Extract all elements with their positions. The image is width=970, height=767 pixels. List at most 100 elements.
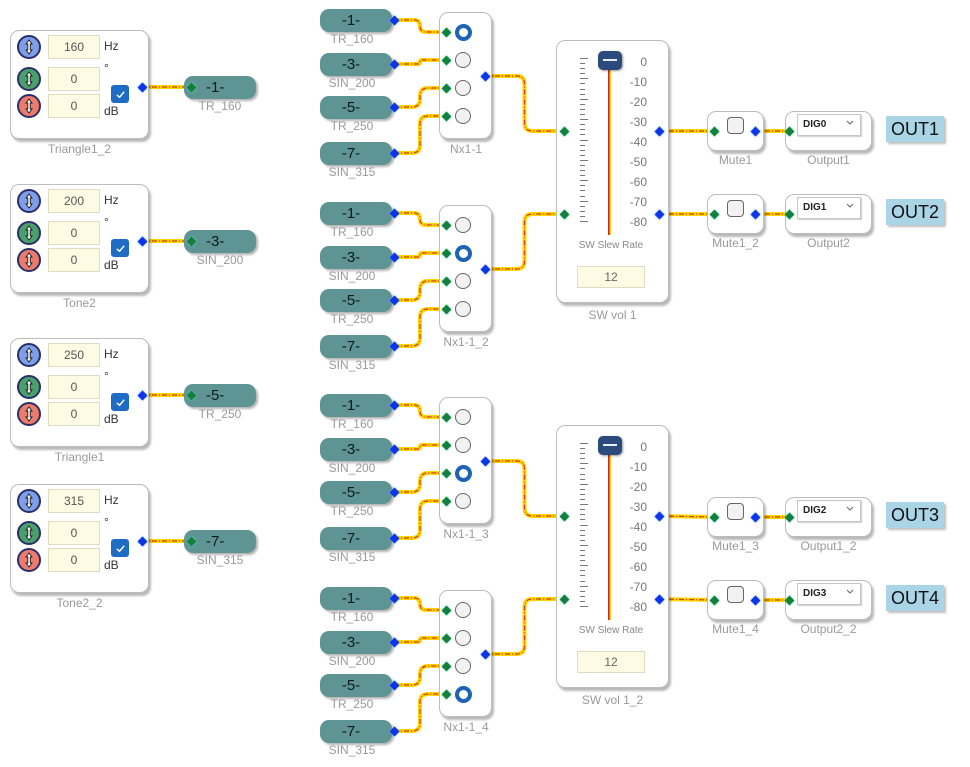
bus-source[interactable]: -3- [320, 53, 392, 76]
phase-unit: ° [104, 215, 109, 229]
gain-knob-icon[interactable] [17, 94, 41, 118]
bus-source[interactable]: -5- [320, 96, 392, 119]
mux-select-radio[interactable] [455, 108, 471, 124]
frequency-field[interactable]: 160 [48, 35, 100, 59]
signal-wire[interactable] [485, 597, 564, 656]
channel-dropdown[interactable]: DIG1 [797, 197, 861, 219]
phase-knob-icon[interactable] [17, 221, 41, 245]
channel-value: DIG1 [803, 202, 827, 213]
mux-select-radio[interactable] [455, 686, 472, 703]
frequency-knob-icon[interactable] [17, 189, 41, 213]
mux-select-radio[interactable] [455, 245, 472, 262]
slew-rate-field[interactable]: 12 [577, 651, 645, 673]
enable-checkbox[interactable] [111, 393, 129, 411]
bus-name: SIN_315 [328, 743, 376, 757]
mux-select-radio[interactable] [455, 437, 471, 453]
mute-checkbox[interactable] [727, 503, 744, 520]
bus-source[interactable]: -5- [320, 481, 392, 504]
mux-select-radio[interactable] [455, 301, 471, 317]
bus-source[interactable]: -3- [320, 246, 392, 269]
scale-tick [580, 190, 585, 192]
bus-source[interactable]: -1- [320, 587, 392, 610]
scale-tick [580, 83, 585, 85]
fader-thumb[interactable] [598, 436, 622, 455]
phase-field[interactable]: 0 [48, 521, 100, 545]
mute-name: Mute1_3 [712, 539, 759, 553]
bus-sink[interactable]: -7- [184, 530, 256, 553]
mux-select-radio[interactable] [455, 52, 471, 68]
gain-field[interactable]: 0 [48, 402, 100, 426]
gain-unit: dB [104, 412, 119, 426]
phase-knob-icon[interactable] [17, 375, 41, 399]
gain-knob-icon[interactable] [17, 548, 41, 572]
gain-knob-icon[interactable] [17, 248, 41, 272]
bus-name: SIN_315 [328, 358, 376, 372]
gain-knob-icon[interactable] [17, 402, 41, 426]
mute-checkbox[interactable] [727, 117, 744, 134]
frequency-field[interactable]: 200 [48, 189, 100, 213]
channel-dropdown[interactable]: DIG2 [797, 500, 861, 522]
enable-checkbox[interactable] [111, 85, 129, 103]
mute-name: Mute1_4 [712, 622, 759, 636]
channel-value: DIG2 [803, 505, 827, 516]
signal-wire[interactable] [485, 459, 564, 518]
enable-checkbox[interactable] [111, 239, 129, 257]
channel-dropdown[interactable]: DIG3 [797, 583, 861, 605]
signal-wire[interactable] [485, 212, 564, 271]
phase-knob-icon[interactable] [17, 67, 41, 91]
mux-select-radio[interactable] [455, 630, 471, 646]
gain-field[interactable]: 0 [48, 248, 100, 272]
frequency-field[interactable]: 315 [48, 489, 100, 513]
scale-label: -70 [629, 195, 647, 209]
bus-source[interactable]: -5- [320, 674, 392, 697]
bus-source[interactable]: -1- [320, 9, 392, 32]
mute-checkbox[interactable] [727, 586, 744, 603]
bus-source[interactable]: -7- [320, 527, 392, 550]
mux-select-radio[interactable] [455, 465, 472, 482]
mux-select-radio[interactable] [455, 602, 471, 618]
enable-checkbox[interactable] [111, 539, 129, 557]
frequency-field[interactable]: 250 [48, 343, 100, 367]
bus-source[interactable]: -1- [320, 394, 392, 417]
phase-field[interactable]: 0 [48, 67, 100, 91]
mux-select-radio[interactable] [455, 217, 471, 233]
bus-sink[interactable]: -1- [184, 76, 256, 99]
signal-wire[interactable] [485, 74, 564, 133]
mux-select-radio[interactable] [455, 493, 471, 509]
phase-field[interactable]: 0 [48, 221, 100, 245]
mux-select-radio[interactable] [455, 409, 471, 425]
bus-label: -3- [341, 441, 361, 458]
mux-select-radio[interactable] [455, 80, 471, 96]
bus-label: -5- [341, 99, 361, 116]
bus-source[interactable]: -5- [320, 289, 392, 312]
bus-sink[interactable]: -5- [184, 384, 256, 407]
mux-select-radio[interactable] [455, 658, 471, 674]
mux-name: Nx1-1_4 [443, 720, 489, 734]
frequency-knob-icon[interactable] [17, 343, 41, 367]
slew-rate-field[interactable]: 12 [577, 266, 645, 288]
mux-select-radio[interactable] [455, 24, 472, 41]
fader-thumb[interactable] [598, 51, 622, 70]
bus-source[interactable]: -3- [320, 631, 392, 654]
gain-field[interactable]: 0 [48, 548, 100, 572]
frequency-knob-icon[interactable] [17, 35, 41, 59]
phase-knob-icon[interactable] [17, 521, 41, 545]
bus-source[interactable]: -7- [320, 142, 392, 165]
bus-source[interactable]: -1- [320, 202, 392, 225]
mute-checkbox[interactable] [727, 200, 744, 217]
scale-tick [580, 585, 588, 587]
channel-dropdown[interactable]: DIG0 [797, 114, 861, 136]
bus-sink[interactable]: -3- [184, 230, 256, 253]
bus-source[interactable]: -7- [320, 335, 392, 358]
scale-tick [580, 98, 588, 100]
mux-select-radio[interactable] [455, 273, 471, 289]
scale-tick [580, 221, 588, 222]
phase-field[interactable]: 0 [48, 375, 100, 399]
scale-label: 0 [640, 55, 647, 69]
bus-source[interactable]: -3- [320, 438, 392, 461]
frequency-knob-icon[interactable] [17, 489, 41, 513]
gain-field[interactable]: 0 [48, 94, 100, 118]
fader-panel [556, 40, 669, 303]
bus-source[interactable]: -7- [320, 720, 392, 743]
scale-tick [580, 215, 585, 217]
